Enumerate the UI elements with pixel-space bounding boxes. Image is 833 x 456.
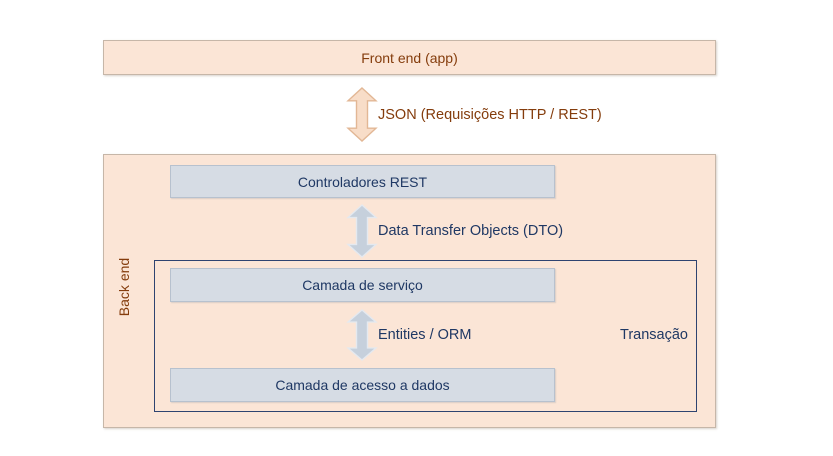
rest-controllers-label: Controladores REST [297,173,428,190]
dto-double-arrow-icon [346,204,378,258]
orm-double-arrow-icon [346,309,378,361]
transaction-box [154,260,697,412]
json-arrow-label: JSON (Requisições HTTP / REST) [378,106,602,123]
service-layer-label: Camada de serviço [302,277,423,293]
front-end-label: Front end (app) [361,49,458,66]
dto-arrow-label: Data Transfer Objects (DTO) [378,223,564,239]
data-access-layer-label: Camada de acesso a dados [275,377,450,393]
front-end-box: Front end (app) [103,40,716,75]
service-layer-box: Camada de serviço [170,268,555,302]
rest-controllers-box: Controladores REST [170,165,555,198]
orm-arrow-label: Entities / ORM [378,327,472,343]
transaction-label: Transação [620,327,688,343]
json-double-arrow-icon [346,87,378,142]
back-end-label: Back end [116,257,132,317]
data-access-layer-box: Camada de acesso a dados [170,368,555,402]
